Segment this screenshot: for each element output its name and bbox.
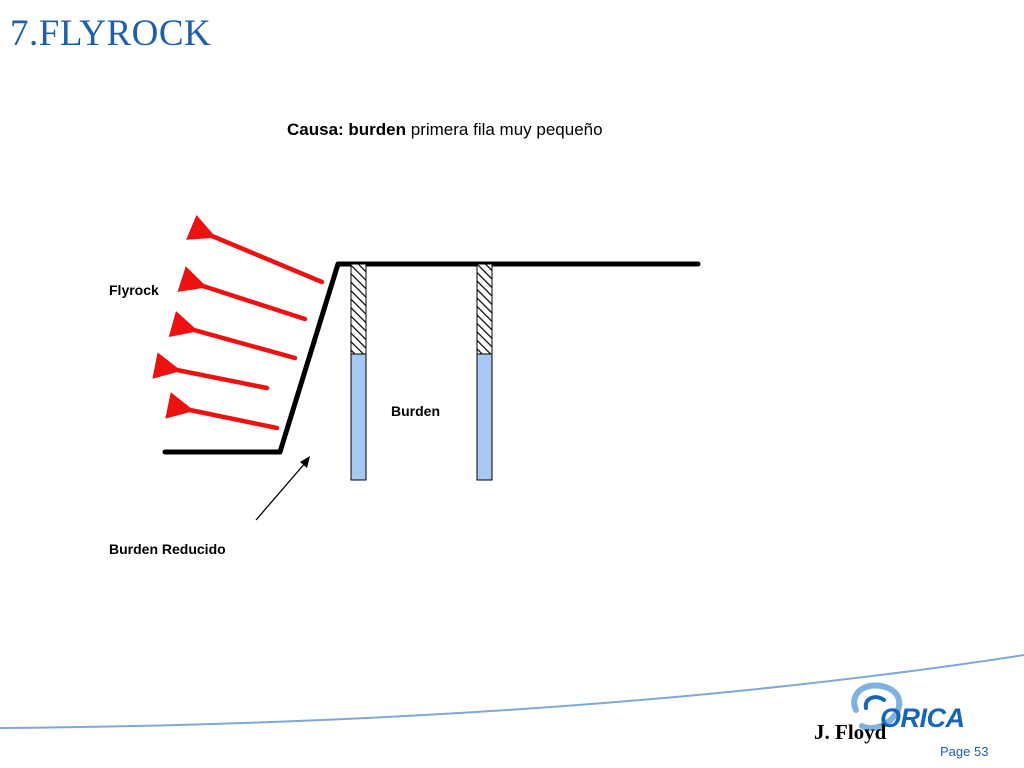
subtitle-bold: Causa: burden <box>287 120 407 139</box>
blast-hole-front <box>350 263 367 481</box>
page-decoration-line <box>0 654 1024 729</box>
flyrock-arrows <box>152 214 325 431</box>
bench-profile <box>162 261 701 455</box>
author-name: J. Floyd <box>814 720 887 744</box>
subtitle-rest: primera fila muy pequeño <box>406 120 603 139</box>
flyrock-arrow <box>177 266 308 322</box>
page-number: Page 53 <box>940 744 989 759</box>
flyrock-arrow <box>152 352 270 391</box>
burden-pointer-arrow <box>255 456 310 521</box>
slide-title: 7.FLYROCK <box>10 13 212 54</box>
blast-hole-back <box>476 263 493 481</box>
orica-logo-icon <box>851 682 903 732</box>
diagram-subtitle: Causa: burden primera fila muy pequeño <box>287 120 603 140</box>
orica-logo-text: ORICA <box>880 703 965 733</box>
flyrock-arrow <box>186 214 325 285</box>
stemming-back <box>476 263 493 355</box>
explosive-column-front <box>350 353 367 481</box>
flyrock-arrow <box>168 310 298 361</box>
label-burden: Burden <box>391 403 440 419</box>
stemming-front <box>350 263 367 355</box>
explosive-column-back <box>476 353 493 481</box>
label-burden-reducido: Burden Reducido <box>109 541 226 557</box>
label-flyrock: Flyrock <box>109 282 159 298</box>
flyrock-arrow <box>165 392 280 431</box>
